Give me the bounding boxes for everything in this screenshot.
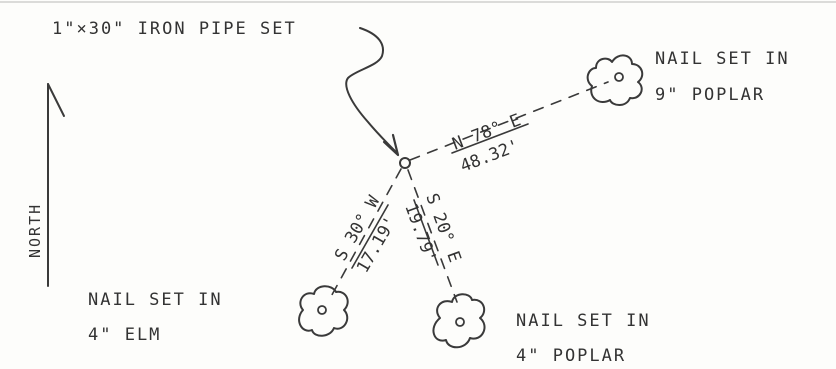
- tree-icon-poplar4: [432, 293, 486, 349]
- bearing-underline-elm4: [351, 204, 389, 269]
- arrowhead: [382, 133, 400, 157]
- ref-detail-elm4: 4" ELM: [88, 325, 161, 345]
- tie-line-poplar9: [409, 81, 609, 161]
- nail-point-poplar9: [614, 72, 624, 82]
- nail-point-elm4: [317, 305, 327, 315]
- ref-name-poplar9: NAIL SET IN: [655, 49, 790, 69]
- ref-detail-poplar4: 4" POPLAR: [516, 346, 626, 366]
- north-label: NORTH: [26, 203, 44, 258]
- iron-pipe-point: [399, 157, 411, 169]
- leader-arrow: [345, 27, 397, 153]
- tree-icon-poplar9: [586, 54, 644, 106]
- ref-detail-poplar9: 9" POPLAR: [655, 85, 765, 105]
- pipe-label: 1"×30" IRON PIPE SET: [52, 19, 297, 39]
- ref-name-elm4: NAIL SET IN: [88, 290, 223, 310]
- ref-name-poplar4: NAIL SET IN: [516, 311, 651, 331]
- nail-point-poplar4: [455, 317, 465, 327]
- tree-icon-elm4: [298, 285, 349, 337]
- north-arrow-barb: [47, 83, 65, 117]
- bearing-underline-poplar4: [413, 199, 439, 266]
- tie-line-poplar4: [407, 169, 458, 303]
- bearing-underline-poplar9: [451, 123, 529, 154]
- tie-line-elm4: [327, 168, 402, 303]
